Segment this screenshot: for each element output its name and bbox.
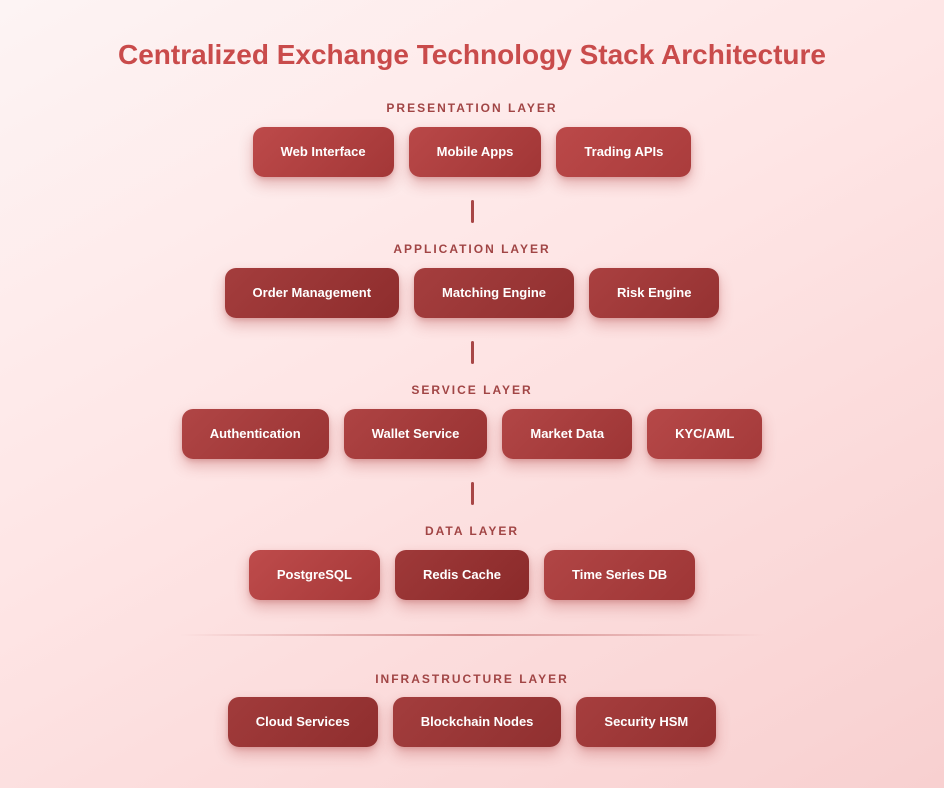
node-time-series-db: Time Series DB <box>544 550 696 600</box>
node-order-management: Order Management <box>224 268 400 318</box>
node-market-data: Market Data <box>502 409 633 459</box>
layer-service: SERVICE LAYER Authentication Wallet Serv… <box>0 384 944 459</box>
layer-label-infrastructure: INFRASTRUCTURE LAYER <box>375 672 569 686</box>
layer-presentation: PRESENTATION LAYER Web Interface Mobile … <box>0 102 944 177</box>
node-cloud-services: Cloud Services <box>227 697 378 747</box>
node-security-hsm: Security HSM <box>576 697 717 747</box>
layer-infrastructure: INFRASTRUCTURE LAYER Cloud Services Bloc… <box>0 673 944 747</box>
node-postgresql: PostgreSQL <box>248 550 380 600</box>
node-wallet-service: Wallet Service <box>343 409 488 459</box>
layer-row-presentation: Web Interface Mobile Apps Trading APIs <box>0 127 944 177</box>
page-title: Centralized Exchange Technology Stack Ar… <box>118 39 826 70</box>
node-risk-engine: Risk Engine <box>589 268 720 318</box>
layer-label-service: SERVICE LAYER <box>411 383 533 397</box>
layer-row-service: Authentication Wallet Service Market Dat… <box>0 409 944 459</box>
connector-line <box>470 482 474 505</box>
node-mobile-apps: Mobile Apps <box>408 127 542 177</box>
layer-label-presentation: PRESENTATION LAYER <box>386 101 558 115</box>
node-authentication: Authentication <box>181 409 329 459</box>
diagram-canvas: Centralized Exchange Technology Stack Ar… <box>0 40 944 788</box>
layer-application: APPLICATION LAYER Order Management Match… <box>0 243 944 318</box>
node-matching-engine: Matching Engine <box>414 268 575 318</box>
layer-label-application: APPLICATION LAYER <box>393 242 551 256</box>
layer-row-infrastructure: Cloud Services Blockchain Nodes Security… <box>0 697 944 747</box>
layer-row-application: Order Management Matching Engine Risk En… <box>0 268 944 318</box>
layer-data: DATA LAYER PostgreSQL Redis Cache Time S… <box>0 525 944 600</box>
connector-line <box>470 200 474 223</box>
node-trading-apis: Trading APIs <box>556 127 692 177</box>
divider-line <box>179 634 765 636</box>
node-blockchain-nodes: Blockchain Nodes <box>392 697 562 747</box>
connector-line <box>470 341 474 364</box>
node-redis-cache: Redis Cache <box>394 550 530 600</box>
layer-row-data: PostgreSQL Redis Cache Time Series DB <box>0 550 944 600</box>
node-web-interface: Web Interface <box>252 127 394 177</box>
layer-label-data: DATA LAYER <box>424 524 519 538</box>
node-kyc-aml: KYC/AML <box>647 409 763 459</box>
